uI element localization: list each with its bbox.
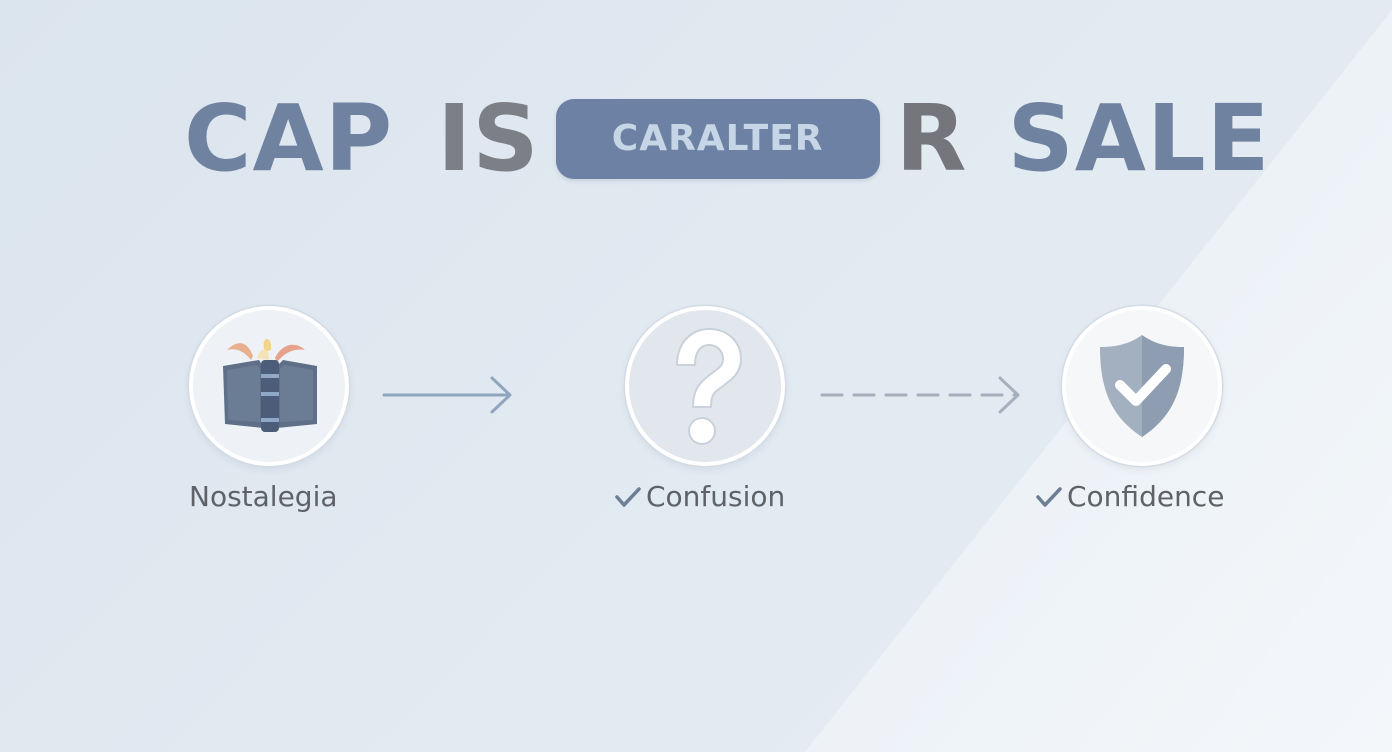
step-label-text: Nostalegia (189, 480, 338, 513)
headline: CAP IS CARALTER R SALE (184, 85, 1271, 192)
shield-check-icon (1100, 335, 1184, 437)
step-confidence-circle (1062, 306, 1222, 466)
step-label-text: Confusion (646, 480, 786, 513)
headline-pill: CARALTER (555, 99, 880, 179)
headline-word-sale: SALE (1007, 85, 1271, 192)
step-confusion-circle (625, 306, 785, 466)
headline-pill-text: CARALTER (611, 118, 824, 159)
step-label-text: Confidence (1067, 480, 1225, 513)
step-nostalgia-circle (189, 306, 349, 466)
headline-word-cap: CAP (184, 85, 394, 192)
step-label-confidence: Confidence (1035, 480, 1224, 513)
checkmark-icon (1036, 486, 1062, 507)
arrow-right-icon (382, 376, 512, 414)
checkmark-icon (615, 486, 641, 507)
step-label-confusion: Confusion (614, 480, 785, 513)
headline-word-r: R (895, 85, 968, 192)
step-label-nostalgia: Nostalegia (189, 480, 338, 513)
headline-word-is: IS (437, 85, 540, 192)
question-mark-icon (676, 328, 742, 445)
arrow-right-icon (820, 376, 1020, 414)
open-book-icon (223, 338, 317, 432)
